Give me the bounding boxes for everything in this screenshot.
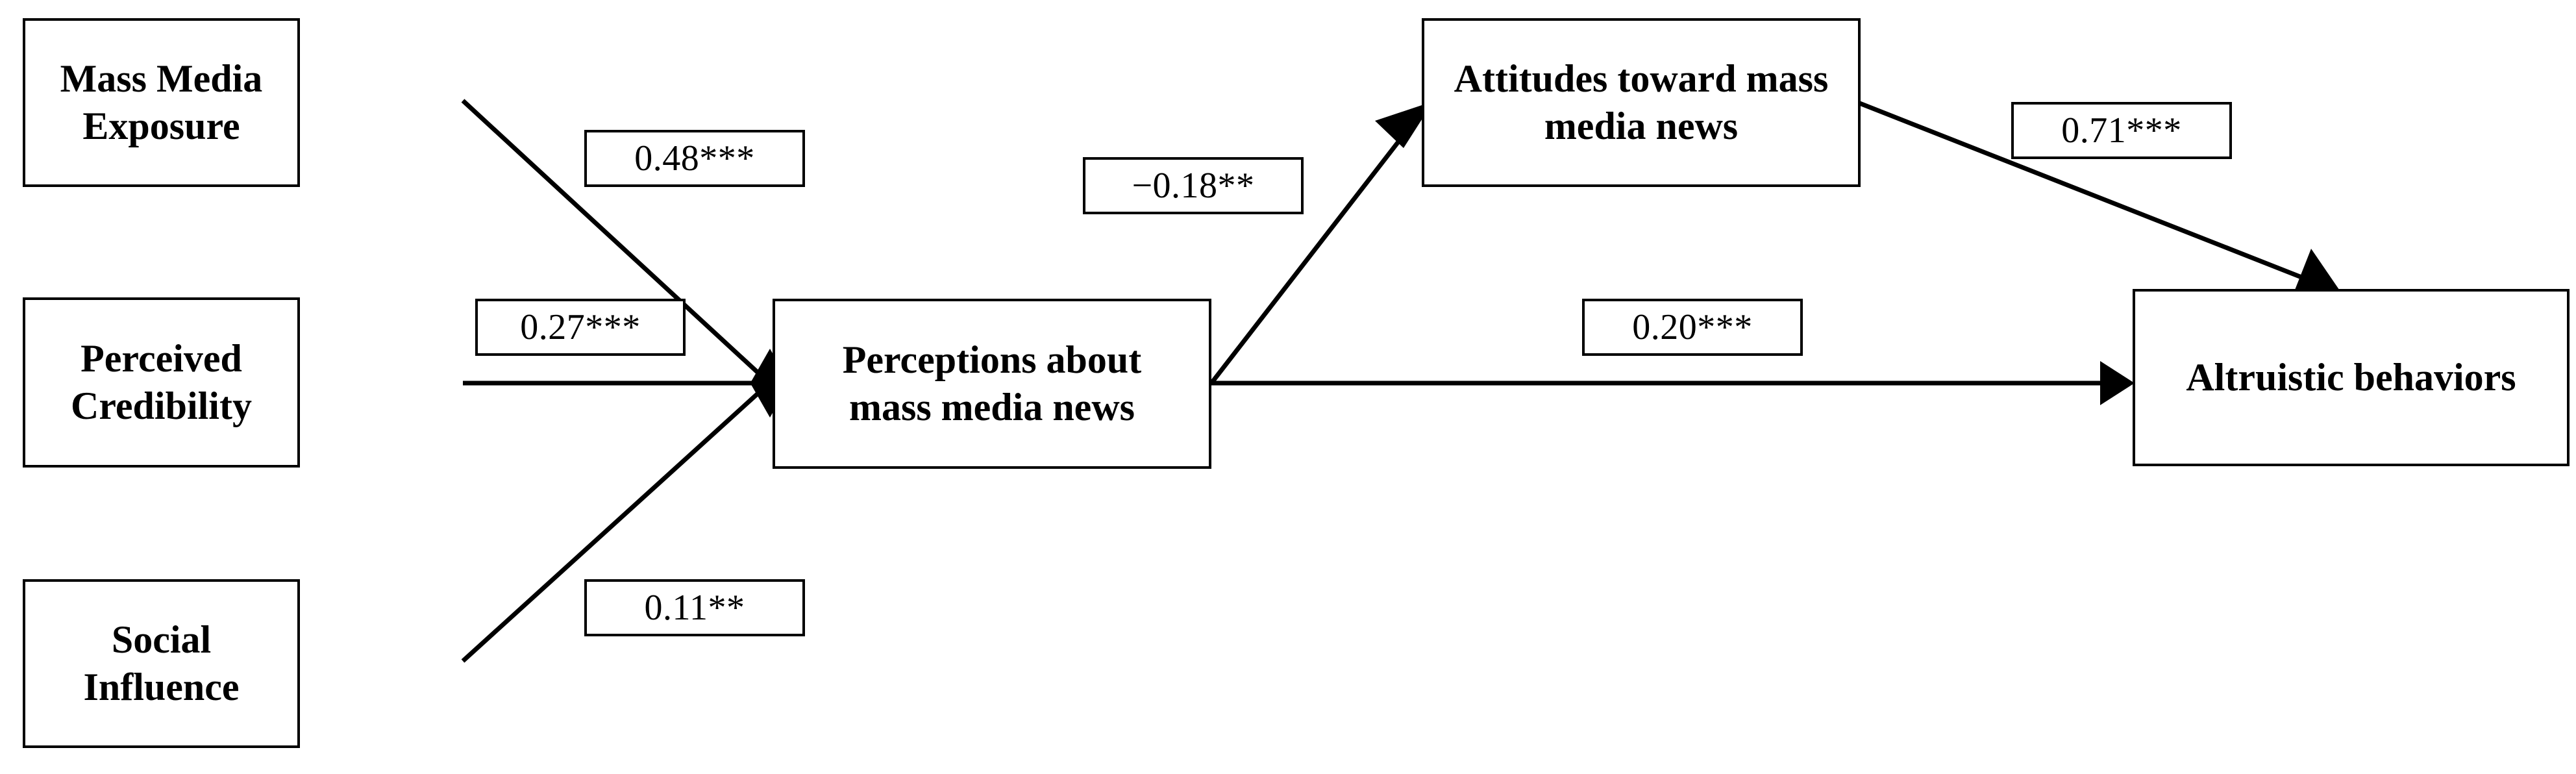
node-label: Social Influence	[83, 618, 240, 708]
node-mass-media-exposure[interactable]: Mass Media Exposure	[23, 18, 300, 187]
node-perceived-credibility[interactable]: Perceived Credibility	[23, 297, 300, 468]
coefficient-value: 0.11**	[644, 588, 745, 628]
coefficient-value: 0.20***	[1632, 307, 1753, 347]
arrowhead-perceptions-to-altruistic	[2100, 361, 2135, 405]
coefficient-value: 0.71***	[2061, 110, 2182, 151]
edge-perceptions-to-attitudes	[1209, 107, 1426, 385]
node-label: Altruistic behaviors	[2186, 355, 2516, 399]
coefficient-label-mass-media-exposure-to-perceptions: 0.48***	[584, 130, 805, 187]
coefficient-value: 0.48***	[634, 138, 755, 179]
coefficient-value: 0.27***	[520, 307, 641, 347]
node-perceptions-about-mass-media-news[interactable]: Perceptions about mass media news	[773, 299, 1211, 469]
coefficient-label-perceptions-to-altruistic: 0.20***	[1582, 299, 1803, 356]
coefficient-label-perceptions-to-attitudes: −0.18**	[1083, 157, 1304, 214]
coefficient-label-social-influence-to-perceptions: 0.11**	[584, 579, 805, 636]
node-label: Perceived Credibility	[71, 336, 252, 427]
node-label: Mass Media Exposure	[60, 56, 263, 147]
node-altruistic-behaviors[interactable]: Altruistic behaviors	[2133, 289, 2570, 466]
node-label: Perceptions about mass media news	[842, 338, 1142, 429]
coefficient-label-perceived-credibility-to-perceptions: 0.27***	[475, 299, 686, 356]
coefficient-label-attitudes-to-altruistic: 0.71***	[2011, 102, 2232, 159]
node-label: Attitudes toward mass media news	[1454, 56, 1829, 147]
coefficient-value: −0.18**	[1132, 166, 1255, 206]
node-attitudes-toward-mass-media-news[interactable]: Attitudes toward mass media news	[1422, 18, 1861, 187]
node-social-influence[interactable]: Social Influence	[23, 579, 300, 748]
